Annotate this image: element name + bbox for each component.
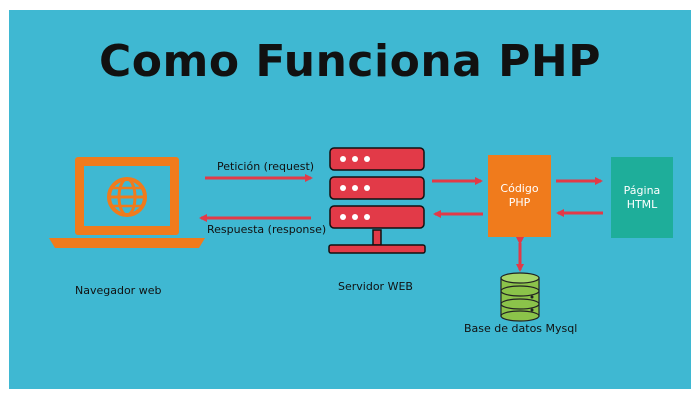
diagram-canvas: Como Funciona PHP bbox=[9, 10, 691, 389]
html-box-label: Página HTML bbox=[611, 184, 673, 212]
request-label: Petición (request) bbox=[217, 160, 315, 173]
diagram-title: Como Funciona PHP bbox=[99, 36, 601, 87]
html-box-line1: Página bbox=[623, 184, 661, 197]
laptop-globe-icon bbox=[49, 157, 205, 248]
php-box-line2: PHP bbox=[508, 196, 531, 209]
php-code-box bbox=[488, 155, 551, 237]
server-led-dots bbox=[340, 156, 370, 220]
server-label: Servidor WEB bbox=[338, 280, 413, 293]
database-label: Base de datos Mysql bbox=[464, 322, 578, 335]
globe-icon bbox=[107, 177, 147, 217]
html-box-line2: HTML bbox=[626, 198, 658, 211]
response-label: Respuesta (response) bbox=[207, 223, 327, 236]
browser-label: Navegador web bbox=[75, 284, 162, 297]
html-page-box bbox=[611, 157, 673, 238]
php-box-line1: Código bbox=[500, 182, 539, 195]
server-stack-icon bbox=[328, 147, 426, 254]
diagram-graphics bbox=[49, 147, 673, 322]
database-icon bbox=[500, 272, 540, 322]
php-box-label: Código PHP bbox=[488, 182, 551, 210]
